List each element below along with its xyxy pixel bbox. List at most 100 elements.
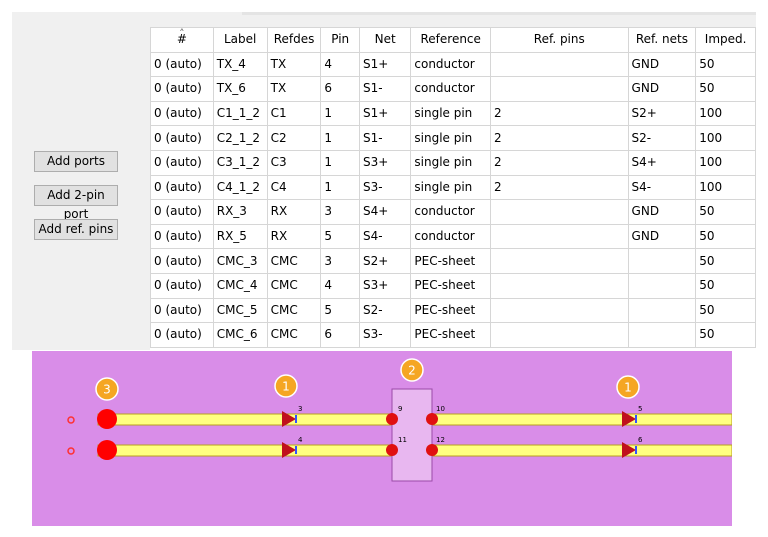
- cell-number[interactable]: 0 (auto): [150, 149, 214, 176]
- cell-label[interactable]: TX_6: [212, 76, 268, 102]
- cell-net[interactable]: S3-: [358, 322, 412, 348]
- cell-pin[interactable]: 6: [320, 76, 360, 102]
- cell-pin[interactable]: 4: [320, 272, 360, 299]
- cell-net[interactable]: S1+: [358, 51, 412, 78]
- cell-label[interactable]: CMC_6: [212, 322, 268, 348]
- column-header-ref-nets[interactable]: Ref. nets: [627, 27, 697, 53]
- cell-impedance[interactable]: 100: [695, 125, 756, 151]
- cell-refdes[interactable]: CMC: [266, 322, 322, 348]
- cell-ref-nets[interactable]: [627, 248, 697, 274]
- cell-ref-pins[interactable]: [490, 322, 629, 348]
- cell-refdes[interactable]: C3: [266, 149, 322, 176]
- cell-impedance[interactable]: 100: [695, 174, 756, 201]
- cell-pin[interactable]: 1: [320, 149, 360, 176]
- cell-pin[interactable]: 1: [320, 100, 360, 127]
- cell-pin[interactable]: 1: [320, 174, 360, 201]
- cell-impedance[interactable]: 50: [695, 199, 756, 225]
- cell-ref-nets[interactable]: S4+: [627, 149, 697, 176]
- cell-ref-nets[interactable]: S2-: [627, 125, 697, 151]
- cell-ref-nets[interactable]: S4-: [627, 174, 697, 201]
- cell-impedance[interactable]: 100: [695, 149, 756, 176]
- cell-number[interactable]: 0 (auto): [150, 322, 214, 348]
- cell-pin[interactable]: 5: [320, 297, 360, 324]
- cell-reference[interactable]: single pin: [410, 174, 492, 201]
- cell-impedance[interactable]: 50: [695, 51, 756, 78]
- cell-refdes[interactable]: CMC: [266, 272, 322, 299]
- cell-ref-nets[interactable]: GND: [627, 76, 697, 102]
- cell-net[interactable]: S1+: [358, 100, 412, 127]
- cell-reference[interactable]: PEC-sheet: [410, 322, 492, 348]
- ports-table-container[interactable]: ˄# Label Refdes Pin Net Reference Ref. p…: [150, 27, 756, 350]
- cell-pin[interactable]: 6: [320, 322, 360, 348]
- cell-impedance[interactable]: 50: [695, 248, 756, 274]
- cell-reference[interactable]: PEC-sheet: [410, 248, 492, 274]
- cell-ref-pins[interactable]: [490, 272, 629, 299]
- cell-ref-nets[interactable]: S2+: [627, 100, 697, 127]
- cell-label[interactable]: C3_1_2: [212, 149, 268, 176]
- cell-net[interactable]: S4-: [358, 223, 412, 250]
- cell-refdes[interactable]: C2: [266, 125, 322, 151]
- cell-number[interactable]: 0 (auto): [150, 174, 214, 201]
- cell-impedance[interactable]: 100: [695, 100, 756, 127]
- cell-reference[interactable]: single pin: [410, 149, 492, 176]
- add-ref-pins-button[interactable]: Add ref. pins: [34, 219, 118, 240]
- cell-label[interactable]: CMC_5: [212, 297, 268, 324]
- cell-refdes[interactable]: CMC: [266, 248, 322, 274]
- cell-number[interactable]: 0 (auto): [150, 199, 214, 225]
- cell-number[interactable]: 0 (auto): [150, 100, 214, 127]
- cell-ref-pins[interactable]: [490, 199, 629, 225]
- cell-ref-nets[interactable]: GND: [627, 223, 697, 250]
- add-ports-button[interactable]: Add ports: [34, 151, 118, 172]
- cell-refdes[interactable]: RX: [266, 223, 322, 250]
- column-header-ref-pins[interactable]: Ref. pins: [490, 27, 629, 53]
- column-header-pin[interactable]: Pin: [320, 27, 360, 53]
- cell-label[interactable]: RX_3: [212, 199, 268, 225]
- cell-reference[interactable]: PEC-sheet: [410, 297, 492, 324]
- cell-reference[interactable]: PEC-sheet: [410, 272, 492, 299]
- cell-net[interactable]: S1-: [358, 125, 412, 151]
- column-header-net[interactable]: Net: [358, 27, 412, 53]
- cell-label[interactable]: RX_5: [212, 223, 268, 250]
- cell-impedance[interactable]: 50: [695, 322, 756, 348]
- cell-refdes[interactable]: RX: [266, 199, 322, 225]
- cell-pin[interactable]: 1: [320, 125, 360, 151]
- cell-net[interactable]: S3-: [358, 174, 412, 201]
- cell-label[interactable]: CMC_4: [212, 272, 268, 299]
- cell-ref-pins[interactable]: [490, 297, 629, 324]
- cell-number[interactable]: 0 (auto): [150, 223, 214, 250]
- cell-reference[interactable]: single pin: [410, 100, 492, 127]
- cell-reference[interactable]: conductor: [410, 51, 492, 78]
- cell-net[interactable]: S1-: [358, 76, 412, 102]
- cell-refdes[interactable]: CMC: [266, 297, 322, 324]
- cell-refdes[interactable]: TX: [266, 76, 322, 102]
- column-header-label[interactable]: Label: [212, 27, 268, 53]
- cell-impedance[interactable]: 50: [695, 223, 756, 250]
- cell-net[interactable]: S3+: [358, 272, 412, 299]
- cell-impedance[interactable]: 50: [695, 272, 756, 299]
- column-header-reference[interactable]: Reference: [410, 27, 492, 53]
- cell-ref-nets[interactable]: [627, 322, 697, 348]
- cell-ref-pins[interactable]: 2: [490, 125, 629, 151]
- cell-net[interactable]: S3+: [358, 149, 412, 176]
- cell-refdes[interactable]: C4: [266, 174, 322, 201]
- cell-label[interactable]: C2_1_2: [212, 125, 268, 151]
- cell-number[interactable]: 0 (auto): [150, 272, 214, 299]
- cell-pin[interactable]: 5: [320, 223, 360, 250]
- cell-label[interactable]: C4_1_2: [212, 174, 268, 201]
- cell-net[interactable]: S2-: [358, 297, 412, 324]
- cell-reference[interactable]: conductor: [410, 76, 492, 102]
- cell-reference[interactable]: conductor: [410, 199, 492, 225]
- cell-ref-pins[interactable]: 2: [490, 174, 629, 201]
- cell-pin[interactable]: 3: [320, 248, 360, 274]
- cell-number[interactable]: 0 (auto): [150, 248, 214, 274]
- cell-ref-pins[interactable]: [490, 51, 629, 78]
